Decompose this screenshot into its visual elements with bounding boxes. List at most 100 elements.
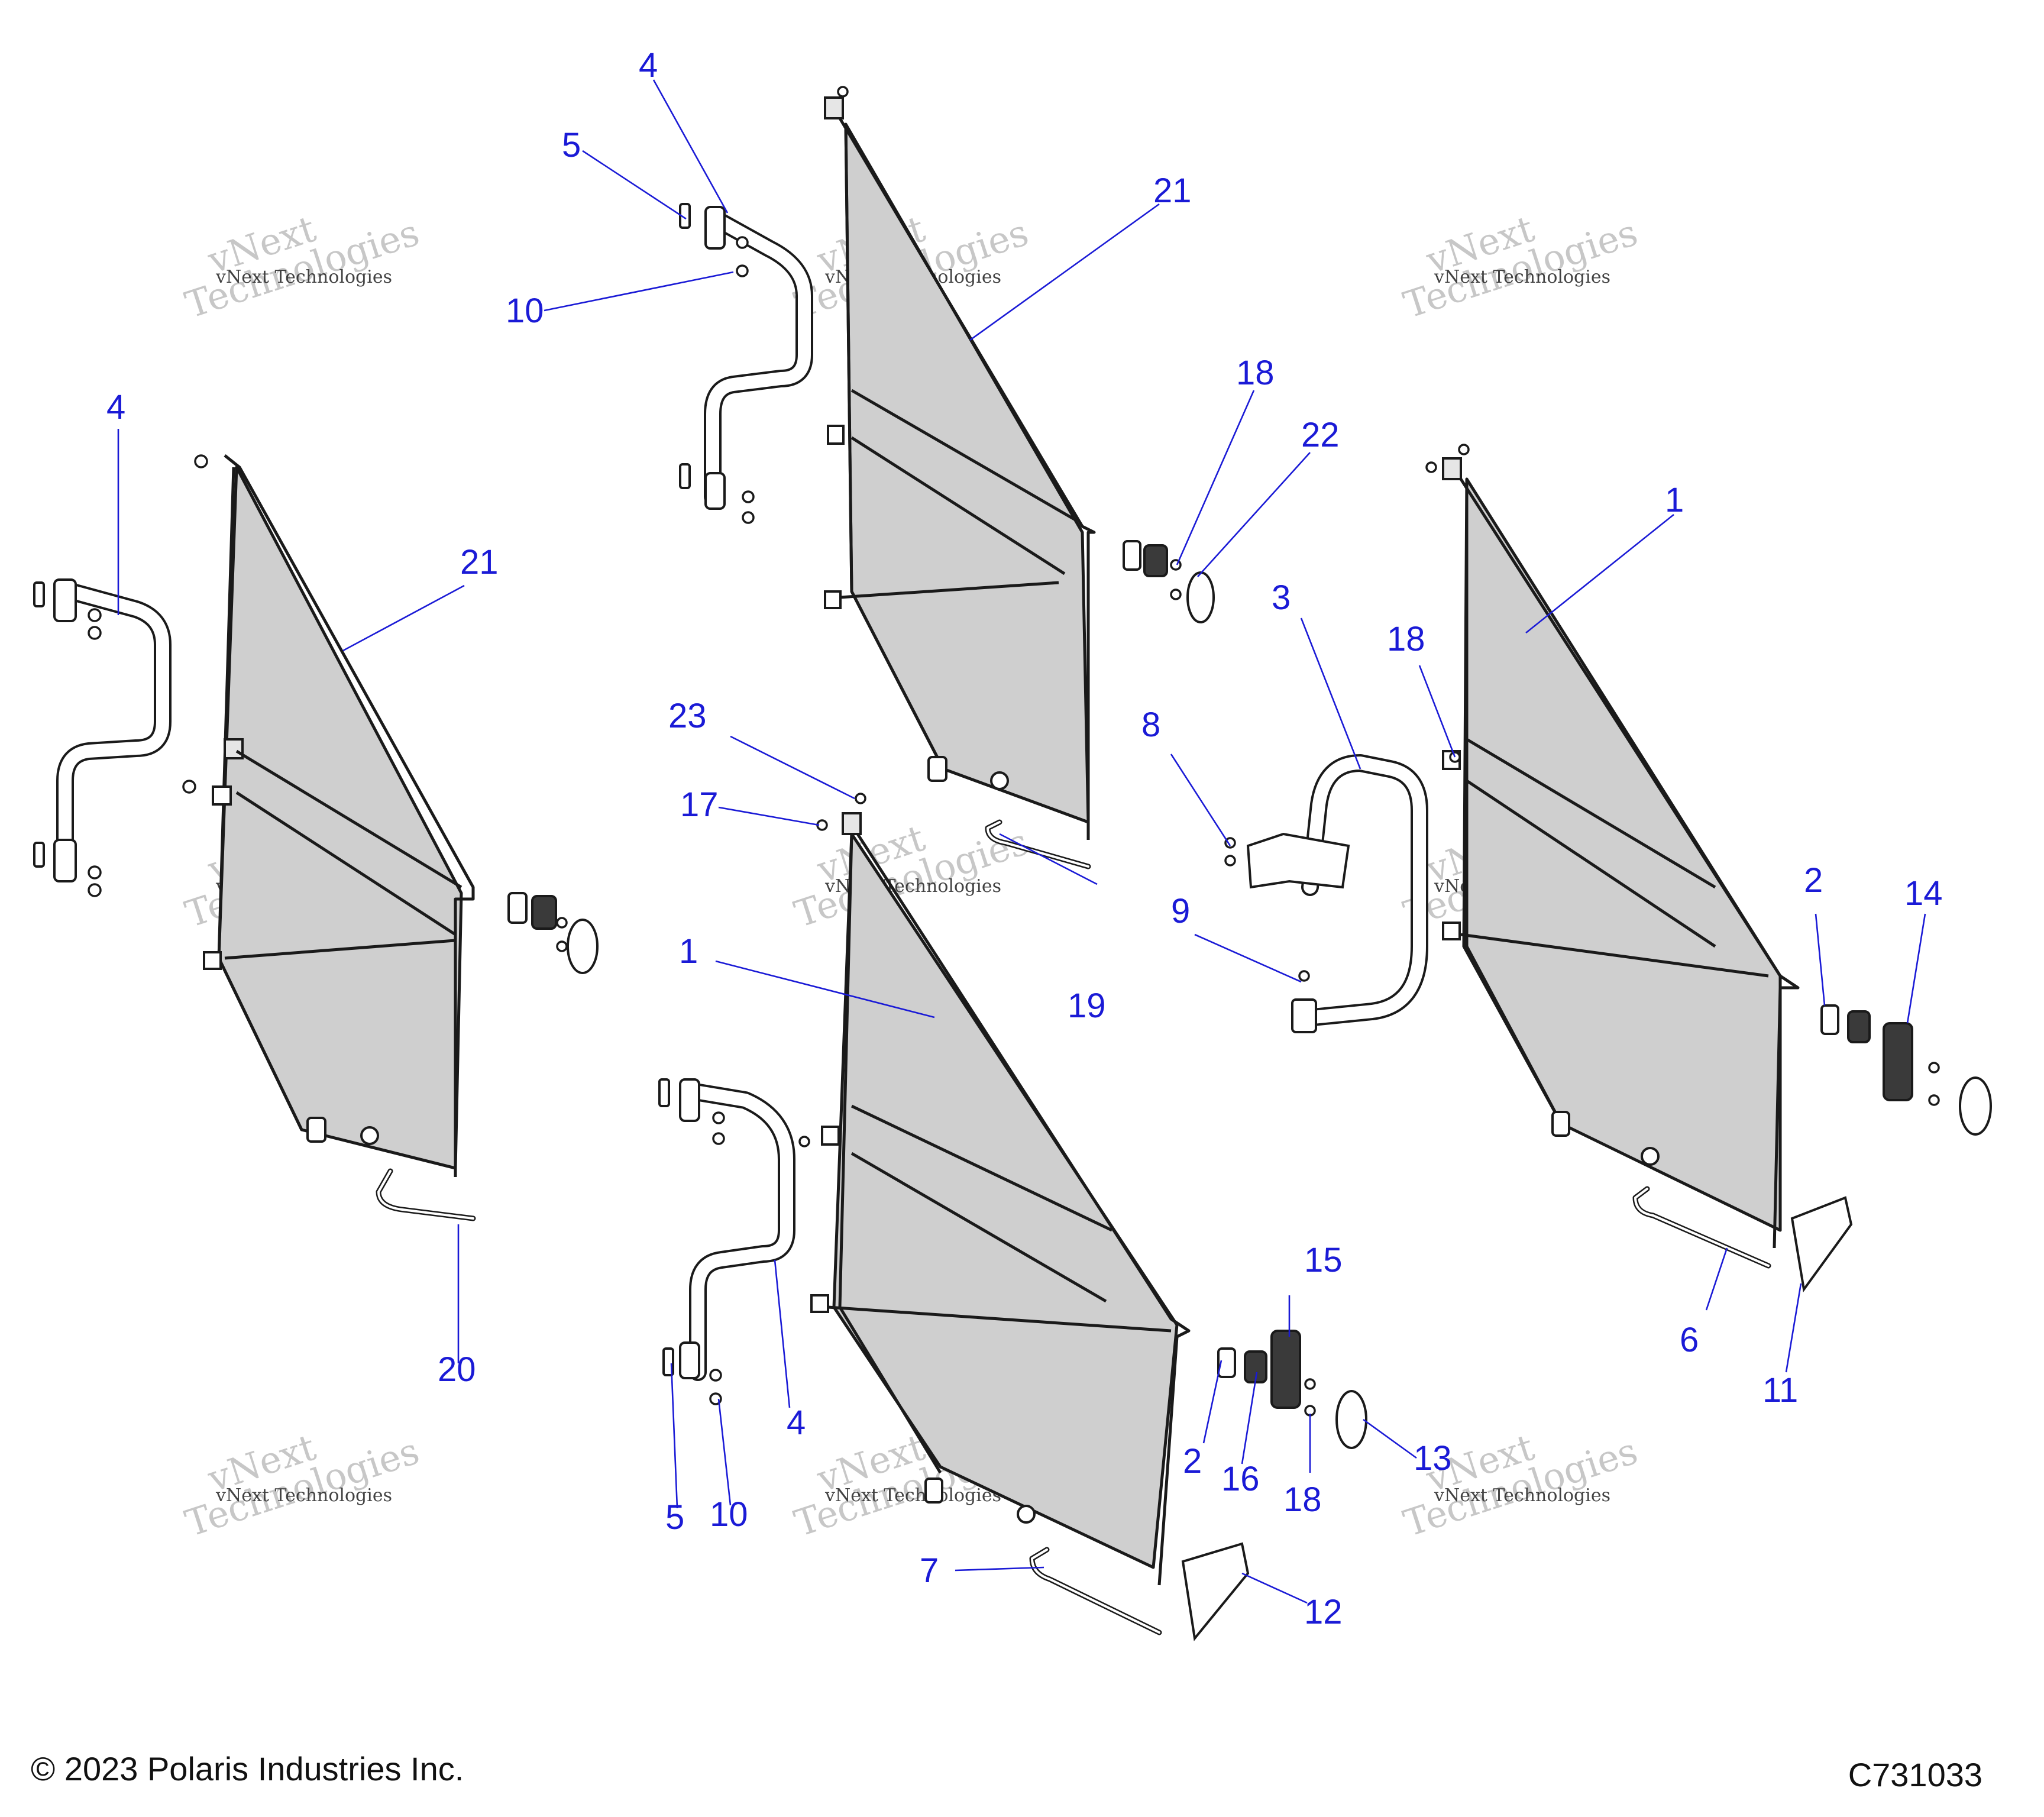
bottom-center-net-assembly: [658, 793, 1367, 1641]
callout-21: 21: [1153, 172, 1192, 210]
bolt: [736, 264, 749, 277]
callout-18: 18: [1236, 354, 1275, 392]
hinge-clip: [203, 951, 222, 970]
callout-10: 10: [506, 292, 544, 330]
callout-19: 19: [1068, 987, 1106, 1025]
slide-buckle: [1820, 1004, 1839, 1035]
bar-mount-plate: [704, 472, 726, 510]
latch-handle: [1186, 571, 1215, 623]
bottom-tab: [306, 1117, 326, 1143]
mount-bracket: [662, 1347, 674, 1376]
bolt: [712, 1111, 725, 1124]
window-net-left: [217, 465, 463, 1170]
bolt: [742, 490, 755, 503]
callout-1: 1: [679, 932, 698, 971]
bolt: [88, 865, 102, 880]
retaining-rod-right: [1632, 1186, 1771, 1269]
latch-handle: [1959, 1076, 1992, 1136]
bolt: [709, 1369, 722, 1382]
callout-12: 12: [1304, 1593, 1343, 1631]
latch-buckle: [1847, 1010, 1871, 1043]
callout-18: 18: [1387, 620, 1425, 658]
watermark-small: vNext Technologies: [824, 1485, 1001, 1506]
callout-7: 7: [920, 1551, 939, 1590]
bottom-loop: [1641, 1147, 1660, 1166]
callout-4: 4: [787, 1404, 806, 1442]
bar-mount-plate: [679, 1341, 700, 1379]
bolt: [1170, 589, 1182, 600]
bolt: [1224, 837, 1236, 849]
bolt: [1224, 855, 1236, 867]
watermark: vNext Technologies: [1398, 207, 1642, 326]
callout-14: 14: [1904, 874, 1943, 913]
bolt: [855, 793, 866, 804]
callout-2: 2: [1183, 1442, 1202, 1480]
bolt: [736, 236, 749, 249]
callout-8: 8: [1141, 706, 1160, 744]
drawing-number: C731033: [1848, 1756, 1982, 1793]
callout-9: 9: [1171, 892, 1190, 930]
bolt: [1298, 970, 1310, 982]
watermark: vNext Technologies: [180, 207, 424, 326]
callout-6: 6: [1680, 1321, 1699, 1359]
latch-receiver-plate: [1883, 1022, 1913, 1101]
callout-2: 2: [1804, 861, 1823, 900]
bottom-tab: [927, 756, 947, 782]
copyright-notice: © 2023 Polaris Industries Inc.: [31, 1750, 464, 1787]
window-net-right: [1465, 477, 1782, 1232]
hinge-clip: [824, 590, 842, 609]
strap-buckle: [824, 96, 844, 119]
slide-buckle: [1217, 1347, 1236, 1378]
hinge-clip: [810, 1294, 829, 1313]
callout-4: 4: [639, 46, 658, 85]
retaining-rod-top: [985, 819, 1091, 869]
bottom-tab: [924, 1477, 943, 1504]
callout-5: 5: [562, 126, 581, 164]
latch-handle: [1335, 1390, 1367, 1449]
bolt: [88, 608, 102, 622]
callout-1: 1: [1665, 481, 1684, 519]
bar-mount-plate: [53, 578, 77, 622]
hinge-clip: [212, 785, 232, 806]
watermark: vNext Technologies: [180, 1425, 424, 1545]
watermark-small: vNext Technologies: [1434, 1485, 1610, 1506]
center-grab-bar-assembly: [1224, 754, 1428, 1033]
hinge-clip: [821, 1126, 840, 1146]
slide-buckle: [1123, 540, 1141, 571]
bottom-loop: [360, 1126, 379, 1145]
trim-cover-right: [1790, 1196, 1853, 1293]
hinge-clip: [827, 425, 845, 445]
bolt: [798, 1136, 810, 1147]
mount-bracket: [679, 203, 691, 229]
latch-receiver-plate: [1270, 1330, 1301, 1409]
callout-numbers: 4 5 10 21 18 22 4 21 3 18 1 8 9 23 17 19…: [106, 46, 1943, 1631]
callout-20: 20: [438, 1350, 476, 1389]
grab-bar-left: [33, 578, 172, 897]
right-net-assembly: [1425, 444, 1992, 1293]
mount-bracket: [679, 463, 691, 489]
latch-buckle: [1143, 544, 1168, 577]
grab-bar-top: [679, 203, 813, 524]
bolt: [837, 86, 849, 98]
mount-bracket: [33, 842, 45, 868]
bottom-loop: [1017, 1505, 1036, 1524]
retaining-rod-left: [376, 1168, 476, 1221]
callout-3: 3: [1272, 578, 1291, 617]
callout-4: 4: [106, 388, 125, 426]
mount-bracket: [33, 581, 45, 607]
bolt: [556, 917, 568, 929]
callout-22: 22: [1301, 416, 1340, 454]
trim-cover-bottom: [1181, 1542, 1250, 1641]
latch-buckle: [531, 895, 557, 930]
callout-16: 16: [1221, 1460, 1260, 1498]
bolt: [88, 883, 102, 897]
bolt: [712, 1132, 725, 1145]
bar-mount-plate: [53, 839, 77, 882]
bolt: [1458, 444, 1470, 455]
bar-mount-bracket: [1246, 832, 1350, 889]
callout-21: 21: [460, 543, 499, 581]
left-net-assembly: [33, 454, 599, 1221]
strap-buckle: [842, 812, 862, 835]
callout-5: 5: [665, 1498, 684, 1537]
bar-mount-plate: [704, 206, 726, 250]
